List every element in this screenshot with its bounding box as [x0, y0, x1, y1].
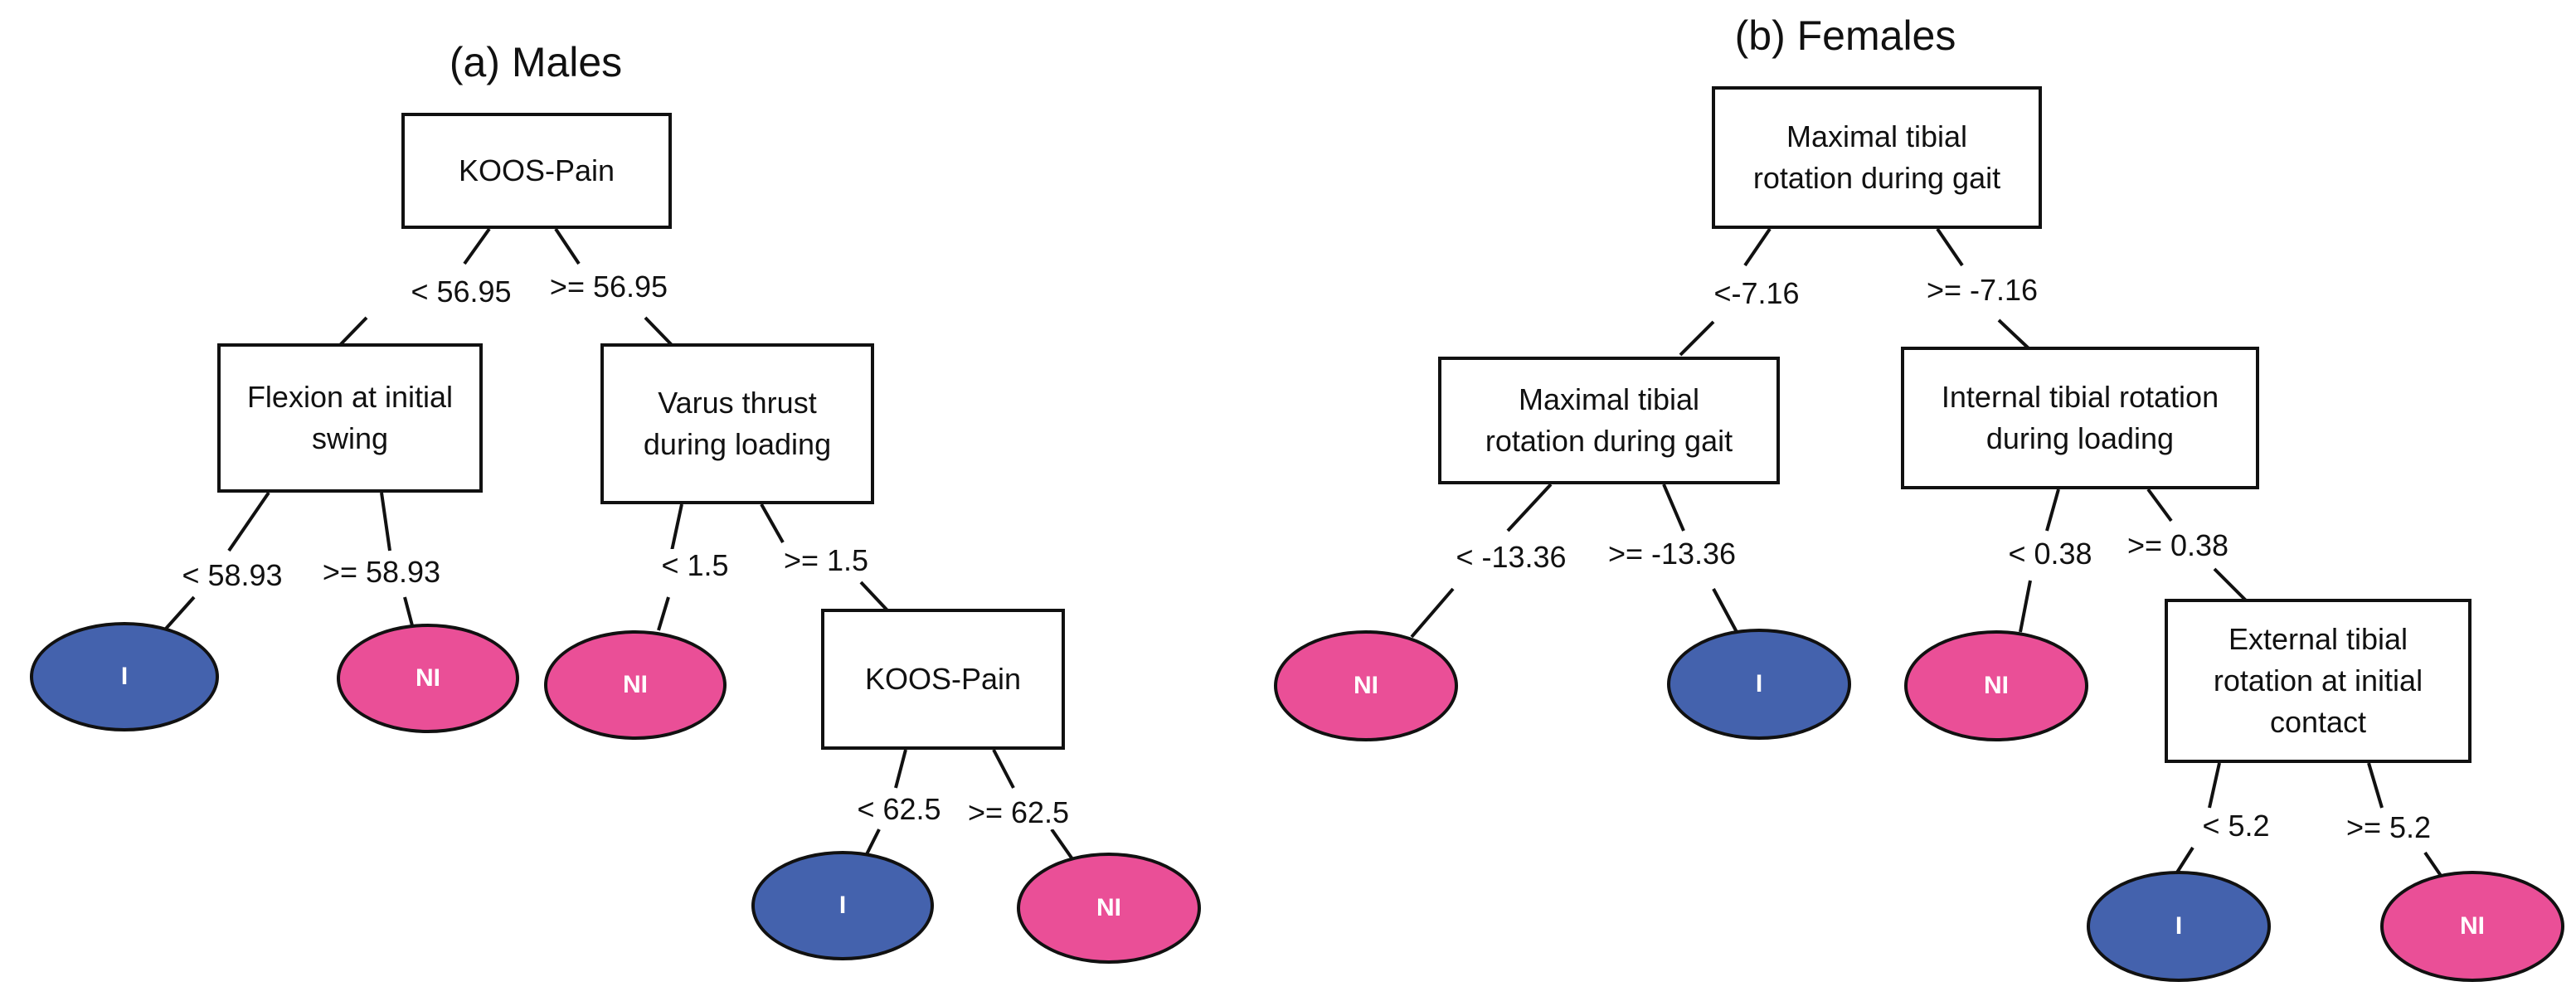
m-leaf-3: NI — [544, 630, 727, 740]
edge-f-internal-right — [2146, 488, 2173, 522]
f-split-internal-left: < 0.38 — [2005, 537, 2096, 571]
m-split-flexion-right: >= 58.93 — [318, 556, 445, 589]
f-leaf-1: NI — [1274, 630, 1458, 741]
f-max-node: Maximal tibial rotation during gait — [1438, 357, 1780, 484]
m-leaf-4: I — [751, 851, 934, 960]
f-leaf-5: NI — [2380, 871, 2564, 982]
m-split-varus-right: >= 1.5 — [780, 544, 872, 577]
edge-f-internal-left — [2045, 488, 2060, 532]
m-split-koos2-right: >= 62.5 — [964, 796, 1073, 829]
f-leaf-4: I — [2087, 871, 2271, 982]
edge-m-root-left — [463, 227, 491, 265]
m-split-varus-left: < 1.5 — [658, 549, 732, 582]
edge-m-flexion-left-lower — [164, 595, 196, 630]
m-leaf-5: NI — [1017, 853, 1201, 964]
edge-m-varus-right-lower — [859, 581, 889, 612]
f-root-node: Maximal tibial rotation during gait — [1712, 86, 2042, 229]
edge-m-flexion-right — [380, 492, 391, 552]
edge-f-root-left-lower — [1679, 320, 1715, 357]
f-leaf-3: NI — [1904, 630, 2088, 741]
males-title: (a) Males — [449, 39, 623, 85]
edge-f-root-left — [1743, 227, 1772, 267]
edge-m-koos2-right — [992, 749, 1015, 789]
f-internal-node: Internal tibial rotation during loading — [1901, 347, 2259, 489]
edge-m-varus-right — [760, 503, 785, 543]
edge-f-max-left-lower — [1410, 587, 1455, 639]
f-split-root-left: <-7.16 — [1710, 277, 1803, 310]
edge-m-varus-left-lower — [657, 596, 670, 631]
f-split-max-right: >= -13.36 — [1604, 537, 1740, 571]
m-root-node: KOOS-Pain — [401, 113, 672, 229]
edge-f-external-right — [2367, 762, 2384, 809]
females-title: (b) Females — [1734, 12, 1956, 59]
f-split-max-left: < -13.36 — [1452, 541, 1570, 574]
edge-f-root-right-lower — [1997, 318, 2030, 350]
m-leaf-1: I — [30, 622, 219, 731]
m-split-flexion-left: < 58.93 — [178, 559, 286, 592]
m-split-koos2-left: < 62.5 — [853, 793, 945, 826]
edge-m-root-right-lower — [644, 316, 673, 347]
f-split-internal-right: >= 0.38 — [2123, 529, 2233, 562]
m-split-root-right: >= 56.95 — [546, 270, 672, 304]
edge-f-external-left — [2208, 762, 2221, 809]
edge-f-internal-left-lower — [2019, 580, 2032, 633]
f-split-root-right: >= -7.16 — [1922, 274, 2042, 307]
f-split-external-right: >= 5.2 — [2342, 811, 2435, 844]
edge-m-root-left-lower — [338, 316, 368, 347]
edge-m-flexion-right-lower — [403, 596, 415, 629]
m-leaf-2: NI — [337, 624, 519, 733]
edge-f-max-left — [1506, 483, 1553, 532]
f-external-node: External tibial rotation at initial cont… — [2165, 599, 2472, 763]
m-varus-node: Varus thrust during loading — [600, 343, 874, 504]
m-flexion-node: Flexion at initial swing — [217, 343, 483, 493]
edge-f-root-right — [1936, 227, 1964, 267]
edge-m-root-right — [554, 227, 581, 265]
edge-f-max-right — [1662, 484, 1685, 532]
f-split-external-left: < 5.2 — [2199, 809, 2273, 843]
f-leaf-2: I — [1667, 629, 1851, 740]
edge-f-internal-right-lower — [2213, 567, 2249, 604]
m-koos2-node: KOOS-Pain — [821, 609, 1065, 750]
edge-m-varus-left — [670, 503, 683, 552]
m-split-root-left: < 56.95 — [407, 275, 515, 309]
edge-m-koos2-left — [894, 749, 907, 789]
edge-m-flexion-left — [227, 491, 270, 552]
edge-f-max-right-lower — [1712, 588, 1738, 633]
